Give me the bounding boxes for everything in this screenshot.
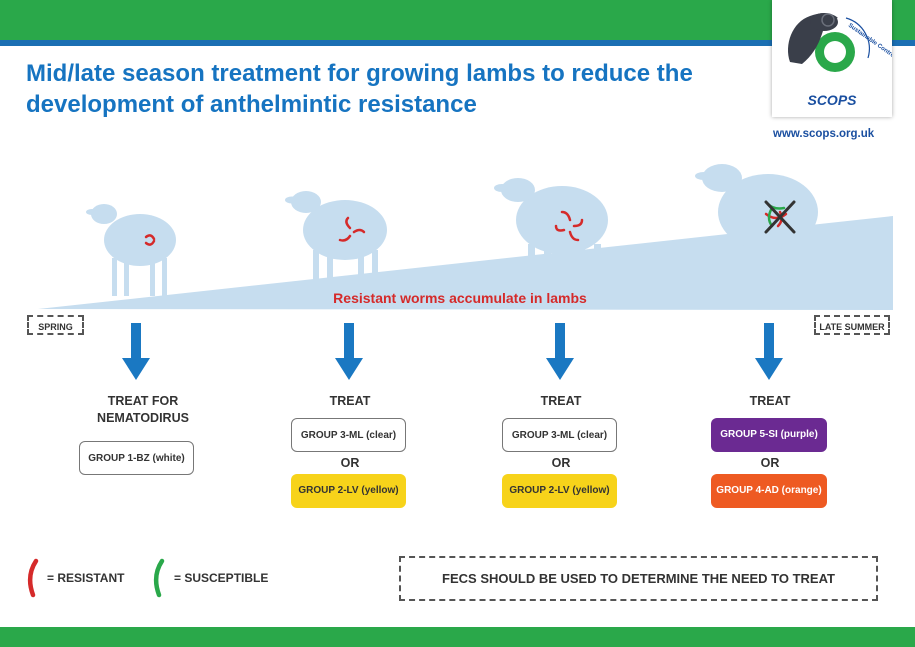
spring-label: SPRING bbox=[27, 315, 84, 335]
or-label: OR bbox=[760, 456, 780, 470]
or-label: OR bbox=[340, 456, 360, 470]
group-4-ad-option[interactable]: GROUP 4-AD (orange) bbox=[711, 474, 827, 508]
stage-2-heading: TREAT bbox=[329, 394, 371, 408]
worm-cluster-icon bbox=[554, 210, 584, 242]
resistance-wedge bbox=[38, 216, 893, 310]
group-3-ml-option[interactable]: GROUP 3-ML (clear) bbox=[291, 418, 406, 452]
resistance-caption: Resistant worms accumulate in lambs bbox=[333, 290, 587, 306]
down-arrow-icon bbox=[122, 323, 150, 380]
late-summer-label: LATE SUMMER bbox=[814, 315, 890, 335]
top-blue-stripe bbox=[0, 40, 915, 46]
group-5-si-option[interactable]: GROUP 5-SI (purple) bbox=[711, 418, 827, 452]
lamb-icon-3 bbox=[494, 178, 608, 296]
fecs-note: FECS SHOULD BE USED TO DETERMINE THE NEE… bbox=[399, 556, 878, 601]
worm-icon bbox=[144, 234, 156, 246]
logo-wordmark: SCOPS bbox=[807, 92, 857, 108]
group-2-lv-option[interactable]: GROUP 2-LV (yellow) bbox=[291, 474, 406, 508]
website-link[interactable]: www.scops.org.uk bbox=[773, 128, 875, 140]
stage-3-heading: TREAT bbox=[540, 394, 582, 408]
scops-logo[interactable]: Sustainable Control of Parasites SCOPS bbox=[772, 0, 915, 117]
bottom-green-band bbox=[0, 627, 915, 647]
group-1-bz-option[interactable]: GROUP 1-BZ (white) bbox=[79, 441, 194, 475]
top-green-band bbox=[0, 0, 915, 40]
sheep-logo-icon: Sustainable Control of Parasites bbox=[788, 13, 915, 84]
down-arrow-icon bbox=[335, 323, 363, 380]
susceptible-worm-icon bbox=[153, 558, 165, 598]
group-2-lv-option[interactable]: GROUP 2-LV (yellow) bbox=[502, 474, 617, 508]
page-title: Mid/late season treatment for growing la… bbox=[26, 60, 693, 118]
lamb-icon-1 bbox=[86, 204, 176, 296]
stage-1-heading: TREAT FOR NEMATODIRUS bbox=[97, 394, 189, 425]
worm-cluster-icon bbox=[338, 216, 366, 242]
lamb-icon-2 bbox=[285, 191, 387, 296]
treatment-arrows bbox=[122, 323, 783, 380]
group-3-ml-option[interactable]: GROUP 3-ML (clear) bbox=[502, 418, 617, 452]
stage-4-heading: TREAT bbox=[749, 394, 791, 408]
down-arrow-icon bbox=[755, 323, 783, 380]
legend-susceptible: = SUSCEPTIBLE bbox=[174, 571, 269, 585]
legend-resistant: = RESISTANT bbox=[47, 571, 125, 585]
resistant-worm-icon bbox=[27, 558, 39, 598]
mixed-worm-cluster-icon bbox=[764, 200, 796, 234]
or-label: OR bbox=[551, 456, 571, 470]
down-arrow-icon bbox=[546, 323, 574, 380]
lamb-growth-diagram bbox=[38, 164, 893, 310]
